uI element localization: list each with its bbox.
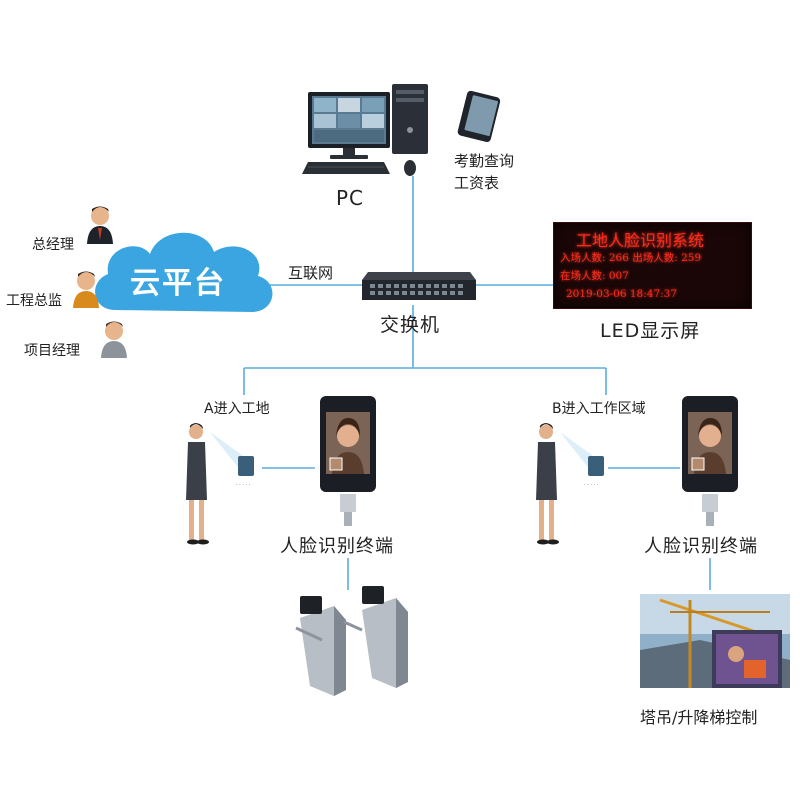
- tower-pc-icon: [392, 84, 428, 154]
- crane-control-label: 塔吊/升降梯控制: [640, 708, 758, 727]
- cloud-platform-label: 云平台: [130, 266, 226, 301]
- led-title: 工地人脸识别系统: [576, 231, 705, 250]
- chief-engineer-label: 工程总监: [6, 293, 62, 309]
- terminal-b-label: 人脸识别终端: [644, 536, 758, 557]
- led-entry-exit-count: 入场人数: 266 出场人数: 259: [560, 252, 702, 264]
- led-timestamp: 2019-03-06 18:47:37: [566, 288, 678, 300]
- payroll-label: 工资表: [454, 174, 500, 192]
- project-manager-label: 项目经理: [24, 343, 80, 359]
- turnstile-icon: [295, 586, 408, 696]
- keyboard-icon: [302, 162, 390, 174]
- led-screen-label: LED显示屏: [600, 320, 701, 342]
- crane-photo: [640, 594, 790, 688]
- person-icon-a: · · · · ·: [186, 423, 254, 545]
- general-manager-label: 总经理: [32, 237, 74, 253]
- entry-b-label: B进入工作区域: [552, 401, 646, 417]
- person-icon-b: · · · · ·: [536, 423, 604, 545]
- network-switch-icon: [362, 272, 476, 300]
- svg-text:· · · · ·: · · · · ·: [584, 482, 599, 488]
- pc-label: PC: [336, 186, 365, 210]
- entry-a-label: A进入工地: [204, 401, 270, 417]
- switch-label: 交换机: [380, 314, 441, 336]
- person-icon-gm: [87, 206, 113, 244]
- tablet-icon: [457, 90, 501, 143]
- person-icon-chief: [73, 271, 99, 308]
- monitor-icon: [308, 92, 390, 159]
- connectors: [243, 176, 711, 590]
- mouse-icon: [404, 160, 416, 176]
- face-terminal-icon-a: [320, 396, 376, 526]
- internet-label: 互联网: [288, 264, 334, 282]
- led-display: 工地人脸识别系统 入场人数: 266 出场人数: 259 在场人数: 007 2…: [553, 222, 752, 309]
- face-terminal-icon-b: [682, 396, 738, 526]
- svg-text:· · · · ·: · · · · ·: [236, 482, 251, 488]
- attendance-query-label: 考勤查询: [454, 152, 515, 170]
- terminal-a-label: 人脸识别终端: [280, 536, 394, 557]
- led-onsite-count: 在场人数: 007: [560, 270, 629, 282]
- person-icon-pm: [101, 321, 127, 358]
- cloud-platform-icon: [95, 232, 273, 312]
